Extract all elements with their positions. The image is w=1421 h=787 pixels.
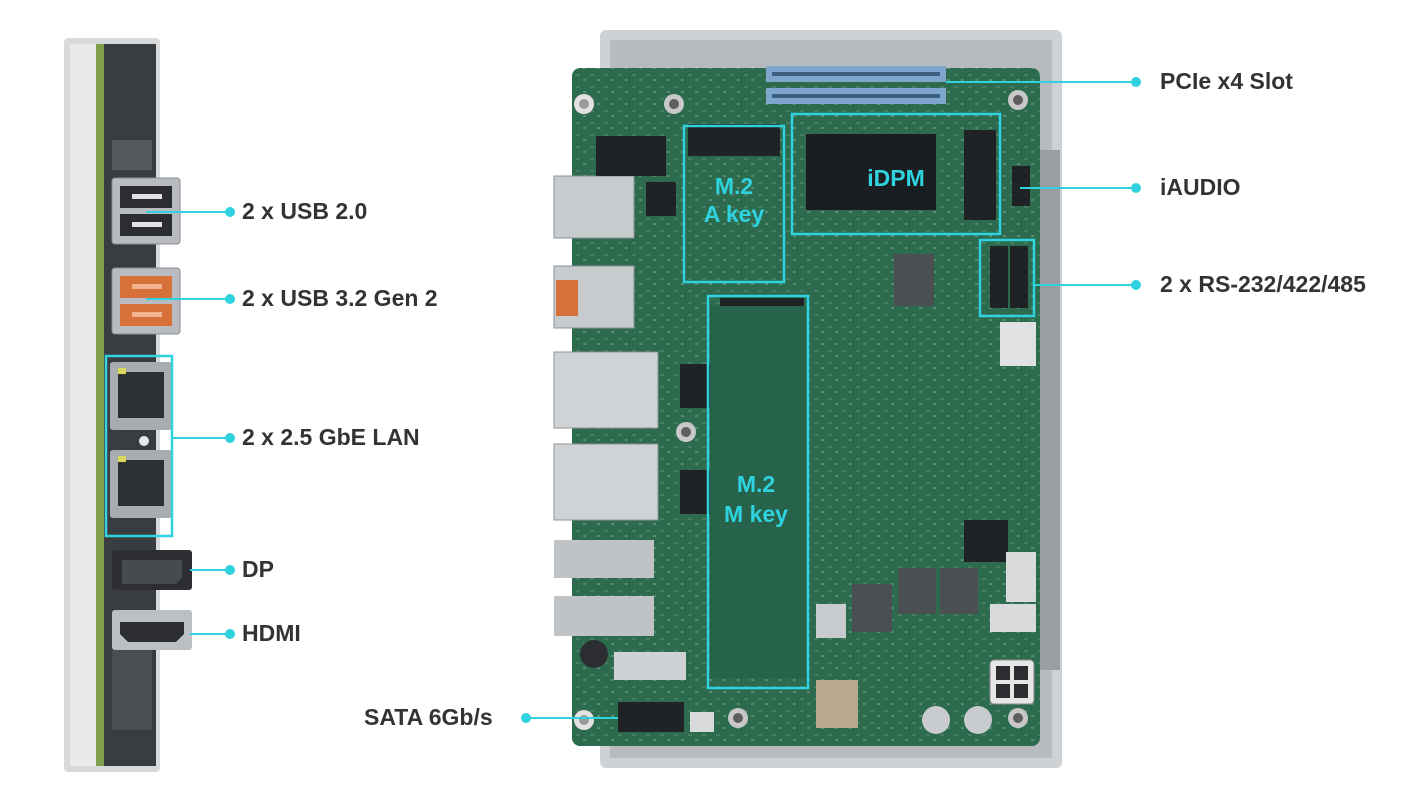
usb20-leader-dot: [225, 207, 235, 217]
sata-label: SATA 6Gb/s: [364, 704, 493, 730]
dp-port: [112, 550, 192, 590]
motherboard: M.2 A key iDPM M.2 M key: [553, 30, 1062, 768]
rs232-label: 2 x RS-232/422/485: [1160, 271, 1366, 297]
usb20-label: 2 x USB 2.0: [242, 198, 368, 224]
mounting-holes: [574, 90, 1028, 730]
lan-ports: [110, 362, 172, 518]
m2-a-key-box: [682, 124, 786, 284]
pcie-leader-dot: [1131, 77, 1141, 87]
side-pcb-edge: [96, 44, 104, 766]
rs232-box: [978, 238, 1036, 318]
m2-m-key-box: [706, 294, 810, 690]
pcie-label: PCIe x4 Slot: [1160, 68, 1293, 94]
sata-leader-dot: [521, 713, 531, 723]
m2-m-key-label-line2: M key: [724, 501, 788, 527]
lan-highlight-box: [104, 354, 174, 538]
lan-leader-dot: [225, 433, 235, 443]
iaudio-label: iAUDIO: [1160, 174, 1241, 200]
io-side-panel: [64, 38, 192, 772]
callout-leaders: [146, 77, 1141, 723]
hdmi-leader-dot: [225, 629, 235, 639]
usb32-label: 2 x USB 3.2 Gen 2: [242, 285, 438, 311]
usb32-leader-dot: [225, 294, 235, 304]
pcie-slot: [766, 66, 946, 104]
lan-label: 2 x 2.5 GbE LAN: [242, 424, 420, 450]
hdmi-label: HDMI: [242, 620, 301, 646]
m2-a-key-label-line2: A key: [704, 201, 765, 227]
iaudio-leader-dot: [1131, 183, 1141, 193]
rs232-leader-dot: [1131, 280, 1141, 290]
side-enclosure-edge: [70, 44, 96, 766]
usb32-ports: [111, 267, 181, 335]
idpm-box: [790, 112, 1002, 236]
board-edge-connectors: [553, 175, 659, 668]
idpm-label: iDPM: [867, 165, 925, 191]
dp-leader-dot: [225, 565, 235, 575]
dp-label: DP: [242, 556, 274, 582]
m2-m-key-label-line1: M.2: [737, 471, 775, 497]
m2-a-key-label-line1: M.2: [715, 173, 753, 199]
hdmi-port: [112, 610, 192, 650]
